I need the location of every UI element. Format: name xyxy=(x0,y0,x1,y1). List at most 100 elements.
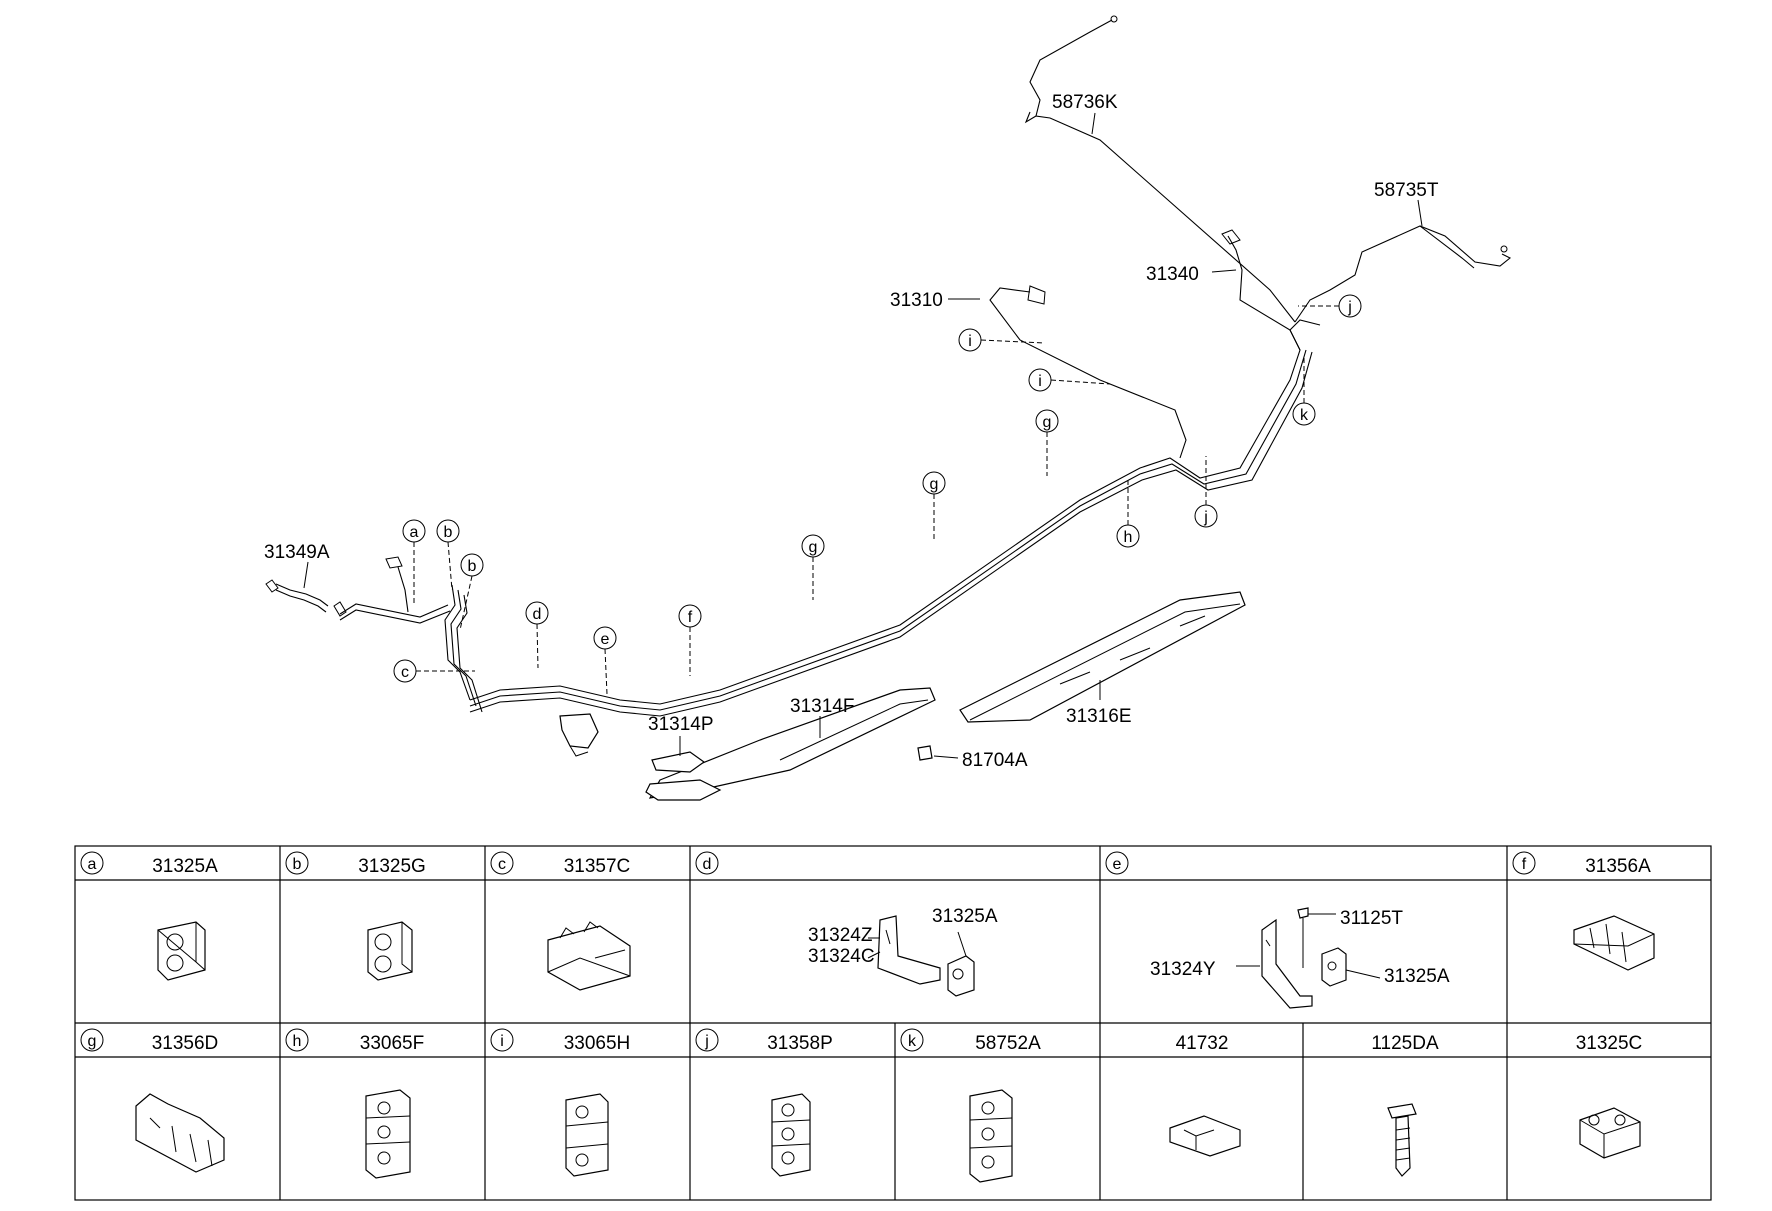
clip-31358P-icon xyxy=(771,1093,811,1177)
callout-k: k xyxy=(1292,356,1316,426)
svg-text:j: j xyxy=(1347,299,1352,316)
svg-text:h: h xyxy=(293,1033,302,1050)
callout-b-1: b xyxy=(436,519,460,591)
legend-cell-k: k 58752A xyxy=(900,1028,1041,1054)
svg-text:g: g xyxy=(930,476,939,493)
svg-text:31358P: 31358P xyxy=(767,1033,833,1054)
bolt-1125DA-icon xyxy=(1387,1103,1417,1177)
svg-text:a: a xyxy=(88,856,97,873)
callout-g-1: g xyxy=(801,534,825,600)
legend-cell-a: a 31325A xyxy=(80,851,218,877)
part-labels: 58736K 58735T 31340 31310 31349A 31314P … xyxy=(264,92,1439,771)
svg-text:g: g xyxy=(809,539,818,556)
legend-cell-b: b 31325G xyxy=(285,851,426,877)
svg-text:31325A: 31325A xyxy=(152,856,218,877)
svg-text:a: a xyxy=(410,524,419,541)
svg-text:1125DA: 1125DA xyxy=(1371,1033,1439,1054)
clip-33065H-icon xyxy=(565,1093,609,1177)
legend-cell-e: e 31125T 31324Y 31325A xyxy=(1105,851,1450,987)
callout-f: f xyxy=(678,604,702,676)
legend-cell-d: d 31324Z 31324C 31325A xyxy=(695,851,998,967)
svg-text:f: f xyxy=(688,609,693,626)
clip-31325G-icon xyxy=(367,921,413,981)
callout-g-2: g xyxy=(922,471,946,540)
label-31314F: 31314F xyxy=(790,696,854,717)
svg-text:k: k xyxy=(1300,407,1309,424)
svg-text:i: i xyxy=(968,333,972,350)
svg-text:k: k xyxy=(908,1033,917,1050)
svg-text:31325A: 31325A xyxy=(1384,966,1450,987)
svg-text:58752A: 58752A xyxy=(975,1033,1041,1054)
svg-text:31356D: 31356D xyxy=(152,1033,219,1054)
callout-g-3: g xyxy=(1035,409,1059,476)
svg-text:c: c xyxy=(498,856,506,873)
label-31310: 31310 xyxy=(890,290,943,311)
legend-cell-g: g 31356D xyxy=(80,1028,219,1054)
svg-text:31324Z: 31324Z xyxy=(808,925,873,946)
legend-cell-j: j 31358P xyxy=(695,1028,833,1054)
svg-text:33065F: 33065F xyxy=(360,1033,424,1054)
svg-text:31125T: 31125T xyxy=(1340,908,1403,929)
svg-text:41732: 41732 xyxy=(1176,1033,1229,1054)
clip-31356A-icon xyxy=(1573,915,1655,971)
label-31349A: 31349A xyxy=(264,542,330,563)
svg-text:b: b xyxy=(444,524,453,541)
svg-text:j: j xyxy=(704,1033,709,1050)
callout-e: e xyxy=(593,626,617,695)
svg-text:h: h xyxy=(1124,529,1133,546)
legend-cell-41732: 41732 xyxy=(1176,1033,1229,1054)
label-58736K: 58736K xyxy=(1052,92,1118,113)
main-fuel-lines xyxy=(265,15,1512,757)
label-31316E: 31316E xyxy=(1066,706,1132,727)
svg-text:f: f xyxy=(1522,856,1527,873)
skid-plates xyxy=(645,591,1246,801)
clip-33065F-icon xyxy=(365,1089,411,1179)
clip-31325C-icon xyxy=(1579,1107,1641,1159)
legend-cell-h: h 33065F xyxy=(285,1028,424,1054)
callout-h: h xyxy=(1116,478,1140,548)
clip-31325A-icon xyxy=(157,921,206,981)
callout-j-1: j xyxy=(1298,294,1362,318)
svg-text:g: g xyxy=(1043,414,1052,431)
svg-text:g: g xyxy=(88,1033,97,1050)
svg-text:31357C: 31357C xyxy=(564,856,631,877)
legend-cell-c: c 31357C xyxy=(490,851,631,877)
svg-text:31324C: 31324C xyxy=(808,946,875,967)
callout-markers: a b b c d e xyxy=(393,294,1362,695)
label-31340: 31340 xyxy=(1146,264,1199,285)
svg-text:31324Y: 31324Y xyxy=(1150,959,1216,980)
callout-j-2: j xyxy=(1194,456,1218,528)
clip-nut-41732-icon xyxy=(1169,1115,1241,1157)
legend-cell-i: i 33065H xyxy=(490,1028,630,1054)
bracket-31324Y-icon xyxy=(1236,907,1381,1009)
svg-text:d: d xyxy=(533,606,542,623)
svg-text:i: i xyxy=(500,1033,504,1050)
legend-cell-31325C: 31325C xyxy=(1576,1033,1643,1054)
callout-a: a xyxy=(402,519,426,605)
clip-31356D-icon xyxy=(135,1093,225,1173)
legend-table: a 31325A b 31325G c 31357C d 31324Z 3132… xyxy=(74,845,1712,1201)
callout-c: c xyxy=(393,659,475,683)
svg-text:b: b xyxy=(293,856,302,873)
svg-text:b: b xyxy=(468,558,477,575)
callout-b-2: b xyxy=(459,553,484,631)
bracket-31357C-icon xyxy=(547,921,631,991)
bracket-31324Z-icon xyxy=(867,915,975,997)
label-81704A: 81704A xyxy=(962,750,1028,771)
svg-text:31325A: 31325A xyxy=(932,906,998,927)
clip-58752A-icon xyxy=(969,1089,1013,1183)
svg-text:31356A: 31356A xyxy=(1585,856,1651,877)
label-58735T: 58735T xyxy=(1374,180,1439,201)
legend-cell-1125DA: 1125DA xyxy=(1371,1033,1439,1054)
svg-text:i: i xyxy=(1038,373,1042,390)
svg-text:d: d xyxy=(703,856,712,873)
svg-text:e: e xyxy=(601,631,610,648)
callout-d: d xyxy=(525,601,549,669)
callout-i-2: i xyxy=(1028,368,1111,392)
svg-text:31325C: 31325C xyxy=(1576,1033,1643,1054)
svg-text:31325G: 31325G xyxy=(358,856,426,877)
svg-text:e: e xyxy=(1113,856,1122,873)
svg-text:c: c xyxy=(401,664,409,681)
legend-cell-f: f 31356A xyxy=(1512,851,1651,877)
